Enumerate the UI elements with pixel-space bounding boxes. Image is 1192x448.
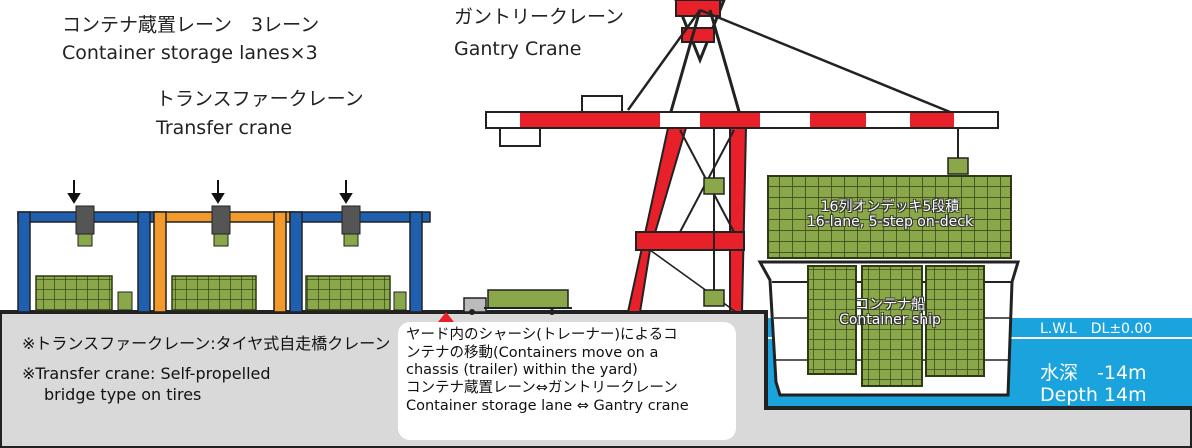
gantry-crane-label-ja: ガントリークレーン <box>454 6 625 28</box>
deck-label-ja: 16列オンデッキ5段積 <box>820 199 960 215</box>
note-ja: ※トランスファークレーン:タイヤ式自走橋クレーン <box>22 334 391 353</box>
storage-lanes-label-ja: コンテナ蔵置レーン 3レーン <box>62 14 320 36</box>
transfer-crane-2 <box>153 205 295 313</box>
callout-line-1: ヤード内のシャーシ(トレーナー)によるコ <box>406 327 678 343</box>
storage-lanes-label-en: Container storage lanes×3 <box>62 42 318 64</box>
callout-line-2: ンテナの移動(Containers move on a <box>406 344 659 361</box>
down-arrows <box>67 180 353 204</box>
ship-label-ja: コンテナ船 <box>855 297 925 313</box>
hold-containers-1 <box>807 265 857 375</box>
hold-containers-2 <box>861 265 923 387</box>
ship-label-en: Container ship <box>839 312 941 329</box>
deck-label-en: 16-lane, 5-step on-deck <box>806 214 974 231</box>
transfer-crane-label-ja: トランスファークレーン <box>156 88 364 110</box>
deck-label: 16列オンデッキ5段積 16-lane, 5-step on-deck <box>800 199 980 231</box>
gantry-crane-label-en: Gantry Crane <box>454 38 582 60</box>
transfer-crane-1 <box>17 205 159 313</box>
gantry-crane <box>485 0 999 313</box>
note-en-1: ※Transfer crane: Self-propelled <box>22 364 271 383</box>
note-en-2: bridge type on tires <box>44 385 202 404</box>
lwl-label: L.W.L DL±0.00 <box>1040 321 1153 337</box>
callout-line-4: コンテナ蔵置レーン⇔ガントリークレーン <box>406 380 678 397</box>
callout-line-3: chassis (trailer) within the yard) <box>406 362 638 379</box>
chassis-callout: ヤード内のシャーシ(トレーナー)によるコ ンテナの移動(Containers m… <box>398 322 736 440</box>
callout-line-5: Container storage lane ⇔ Gantry crane <box>406 397 689 414</box>
ship-label: コンテナ船 Container ship <box>820 297 960 329</box>
hold-containers-3 <box>925 265 985 377</box>
up-arrow-icon <box>438 312 454 330</box>
deck-containers <box>767 175 1012 259</box>
transfer-crane-3 <box>289 205 431 313</box>
truck-chassis <box>463 289 572 315</box>
depth-label-ja: 水深 -14m <box>1040 362 1147 384</box>
depth-label-en: Depth 14m <box>1040 384 1147 406</box>
container-ship <box>757 175 1021 397</box>
transfer-crane-label-en: Transfer crane <box>156 117 293 139</box>
